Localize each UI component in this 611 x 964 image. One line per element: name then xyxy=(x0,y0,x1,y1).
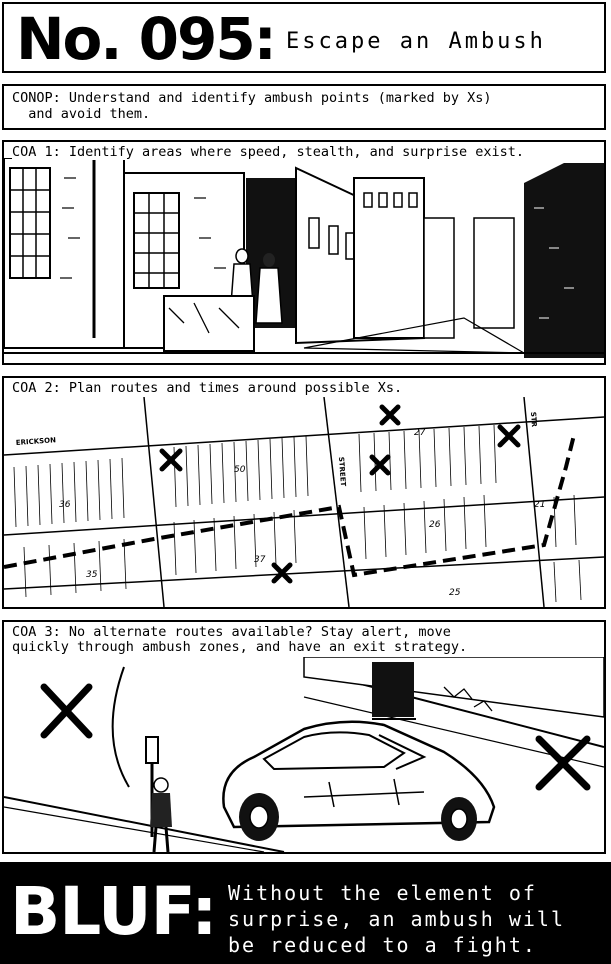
x-mark-icon xyxy=(159,404,521,584)
lesson-title: Escape an Ambush xyxy=(286,29,546,54)
alley-illustration xyxy=(4,158,604,363)
street-label-street: STREET xyxy=(337,457,347,487)
bluf-heading: BLUF: xyxy=(10,873,217,950)
block-number: 27 xyxy=(414,428,426,438)
street-label-str: STR xyxy=(529,412,538,428)
route-map: ERICKSON STREET STR 50 37 36 27 26 25 35… xyxy=(4,397,604,607)
street-illustration xyxy=(4,657,604,852)
coa3-label: COA 3: No alternate routes available? St… xyxy=(12,625,600,655)
conop-box: CONOP: Understand and identify ambush po… xyxy=(2,84,606,130)
conop-text: CONOP: Understand and identify ambush po… xyxy=(12,90,492,122)
street-label-erickson: ERICKSON xyxy=(16,436,57,447)
coa2-panel: ERICKSON STREET STR 50 37 36 27 26 25 35… xyxy=(2,376,606,609)
coa1-panel: COA 1: Identify areas where speed, steal… xyxy=(2,140,606,365)
bluf-banner: BLUF: Without the element of surprise, a… xyxy=(0,862,611,964)
block-number: 37 xyxy=(254,555,266,565)
block-number: 35 xyxy=(86,570,98,580)
block-number: 21 xyxy=(534,500,545,510)
block-number: 36 xyxy=(59,500,71,510)
title-banner: No. 095: Escape an Ambush xyxy=(2,2,606,73)
coa3-panel: COA 3: No alternate routes available? St… xyxy=(2,620,606,854)
block-number: 25 xyxy=(449,588,461,598)
x-mark-icon xyxy=(40,683,591,791)
coa2-label: COA 2: Plan routes and times around poss… xyxy=(12,381,600,396)
coa1-label: COA 1: Identify areas where speed, steal… xyxy=(12,145,600,160)
block-number: 26 xyxy=(429,520,441,530)
bluf-text: Without the element of surprise, an ambu… xyxy=(228,881,565,957)
block-number: 50 xyxy=(234,465,246,475)
lesson-number: No. 095: xyxy=(16,5,277,73)
